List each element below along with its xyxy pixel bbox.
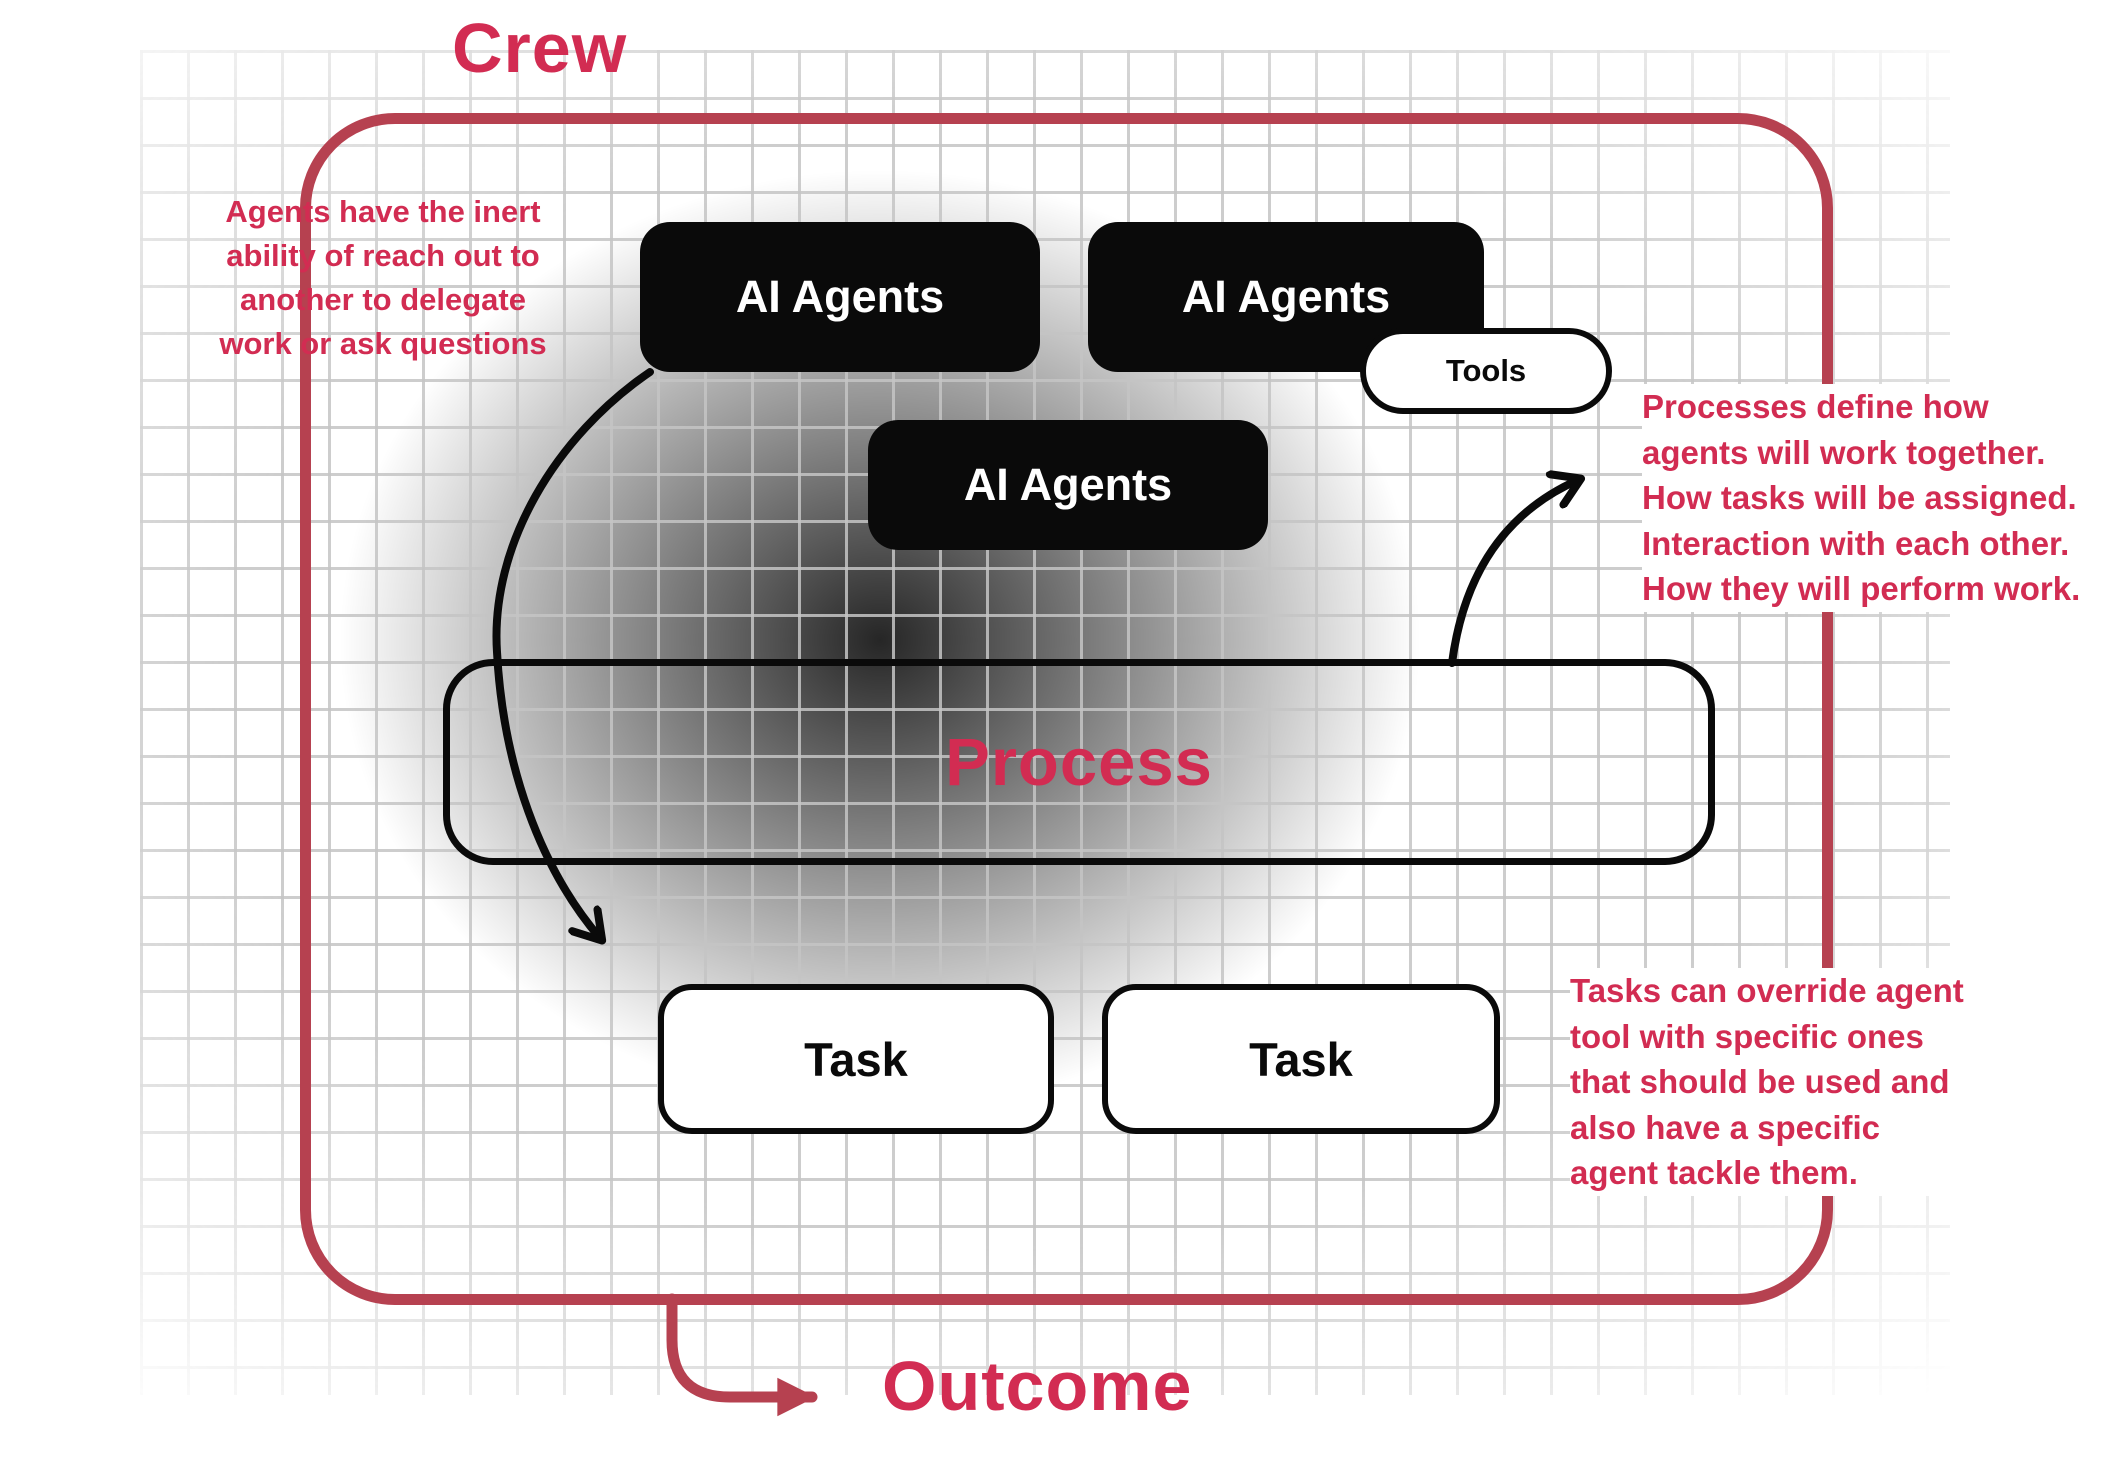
outcome-label: Outcome [882, 1347, 1193, 1425]
process-definition-note: Processes define how agents will work to… [1642, 384, 2128, 612]
task-node-1: Task [658, 984, 1054, 1134]
ai-agents-node-2: AI Agents [1088, 222, 1484, 372]
process-node: Process [443, 659, 1715, 865]
agents-delegation-note: Agents have the inert ability of reach o… [219, 194, 547, 362]
ai-agents-node-3: AI Agents [868, 420, 1268, 550]
crew-boundary [300, 113, 1833, 1305]
tasks-override-note: Tasks can override agent tool with speci… [1570, 968, 2032, 1196]
crew-label: Crew [452, 9, 628, 87]
task-node-2: Task [1102, 984, 1500, 1134]
tools-node: Tools [1360, 328, 1612, 414]
ai-agents-node-1: AI Agents [640, 222, 1040, 372]
